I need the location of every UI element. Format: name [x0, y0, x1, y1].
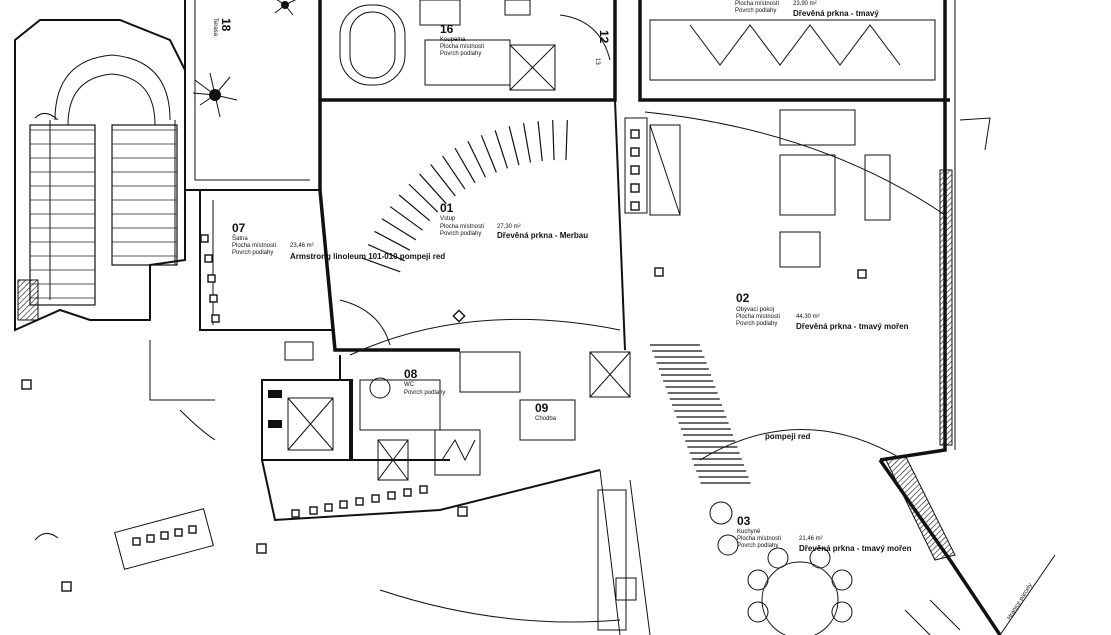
stair-tread: [454, 147, 476, 184]
room-material: pompeji red: [765, 432, 810, 441]
bookcase: [624, 117, 681, 216]
left-staircase: [14, 19, 186, 332]
bathroom: [318, 0, 617, 102]
stair-number: 12: [597, 30, 611, 44]
room-number: 18: [219, 18, 233, 32]
stair-tread: [398, 194, 431, 222]
plant-icon: [274, 0, 297, 16]
room-sub1: Povrch podlahy: [404, 390, 445, 396]
room-number: 02: [736, 291, 750, 305]
stair-tread: [565, 120, 568, 161]
room-name: Chodba: [535, 416, 557, 422]
room-label-08: 08 WC Povrch podlahy: [404, 367, 445, 396]
room-label-18: 18 Terasa: [212, 18, 233, 37]
room-label-16: 16 Koupelna Plocha místnosti Povrch podl…: [440, 22, 484, 57]
room-material: Dřevěná prkna - Merbau: [497, 231, 588, 240]
site-elements: [21, 113, 1056, 635]
room-name: Vstup: [440, 216, 456, 222]
room-number: 07: [232, 221, 246, 235]
wardrobe-columns: [200, 234, 220, 323]
stair-label: 13: [594, 58, 600, 65]
stair-tread: [362, 257, 401, 273]
room-sub1: Plocha místnosti: [736, 314, 780, 320]
plant-icon: [192, 72, 238, 118]
boundary-note: Hranice parcely: [1007, 583, 1034, 622]
room-number: 16: [440, 22, 454, 36]
room-area: 44,30 m²: [796, 314, 820, 320]
room-name: Koupelna: [440, 37, 466, 43]
lower-stair-tag: 13: [594, 58, 600, 65]
top-right-label: Plocha místnosti 23,90 m² Povrch podlahy…: [735, 1, 879, 18]
room-sub1: Plocha místnosti: [737, 536, 781, 542]
service-rooms: [339, 351, 631, 481]
stair-tread: [522, 123, 532, 163]
room-label-07: 07 Šatna Plocha místnosti Povrch podlahy…: [232, 221, 445, 261]
room-material: Armstrong linoleum 101-010 pompeji red: [290, 252, 445, 261]
room-sub2: Povrch podlahy: [232, 250, 273, 256]
room-area: 23,90 m²: [793, 1, 817, 7]
room-name: Terasa: [212, 18, 218, 37]
stair-tread: [419, 173, 447, 205]
room-sub2: Povrch podlahy: [440, 231, 481, 237]
room-material: Dřevěná prkna - tmavý mořen: [796, 322, 909, 331]
room-material: Dřevěná prkna - tmavý: [793, 9, 879, 18]
room-sub2: Povrch podlahy: [736, 321, 777, 327]
stair-tread: [480, 135, 497, 173]
stair-tread: [552, 120, 555, 161]
stair-tread: [508, 126, 520, 166]
terrace-area: [184, 0, 321, 191]
room-label-03: 03 Kuchyně Plocha místnosti Povrch podla…: [737, 514, 912, 553]
stair-tread: [374, 230, 411, 251]
room-number: 08: [404, 367, 418, 381]
room-sub2: Povrch podlahy: [440, 51, 481, 57]
room-name: WC: [404, 382, 415, 388]
stair-tread: [467, 140, 487, 178]
room-sub2: Povrch podlahy: [735, 8, 776, 14]
stair-tread: [367, 244, 405, 262]
lower-corridor: [149, 340, 601, 522]
room-material: Dřevěná prkna - tmavý mořen: [799, 544, 912, 553]
stair-tread: [389, 206, 423, 231]
lower-staircase: [650, 344, 751, 484]
stair-tread: [408, 183, 439, 213]
room-sub1: Plocha místnosti: [232, 243, 276, 249]
room-area: 23,46 m²: [290, 243, 314, 249]
entry-hall: [199, 99, 626, 356]
room-name: Šatna: [232, 235, 248, 242]
boundary-note-text: Hranice parcely: [1007, 583, 1034, 622]
living-room: [624, 0, 991, 462]
stair-tread: [381, 218, 417, 241]
stair-tread: [494, 130, 509, 169]
kitchen-dining: [379, 429, 1002, 635]
room-sub2: Povrch podlahy: [737, 543, 778, 549]
room-number: 03: [737, 514, 751, 528]
room-label-09: 09 Chodba pompeji red: [535, 401, 810, 441]
stair-tag: 12: [597, 30, 611, 44]
stair-tread: [537, 121, 543, 161]
room-name: Kuchyně: [737, 529, 761, 535]
room-label-02: 02 Obývací pokoj Plocha místnosti Povrch…: [736, 291, 909, 331]
room-sub1: Plocha místnosti: [440, 44, 484, 50]
room-sub1: Plocha místnosti: [440, 224, 484, 230]
room-area: 27,30 m²: [497, 224, 521, 230]
room-number: 01: [440, 201, 454, 215]
room-number: 09: [535, 401, 549, 415]
room-sub1: Plocha místnosti: [735, 1, 779, 7]
stair-tread: [442, 155, 466, 190]
room-name: Obývací pokoj: [736, 307, 774, 313]
room-area: 21,46 m²: [799, 536, 823, 542]
dining-table: [747, 547, 853, 635]
room-label-01: 01 Vstup Plocha místnosti Povrch podlahy…: [440, 201, 588, 240]
elevator: [261, 341, 353, 461]
stair-tread: [430, 164, 456, 197]
